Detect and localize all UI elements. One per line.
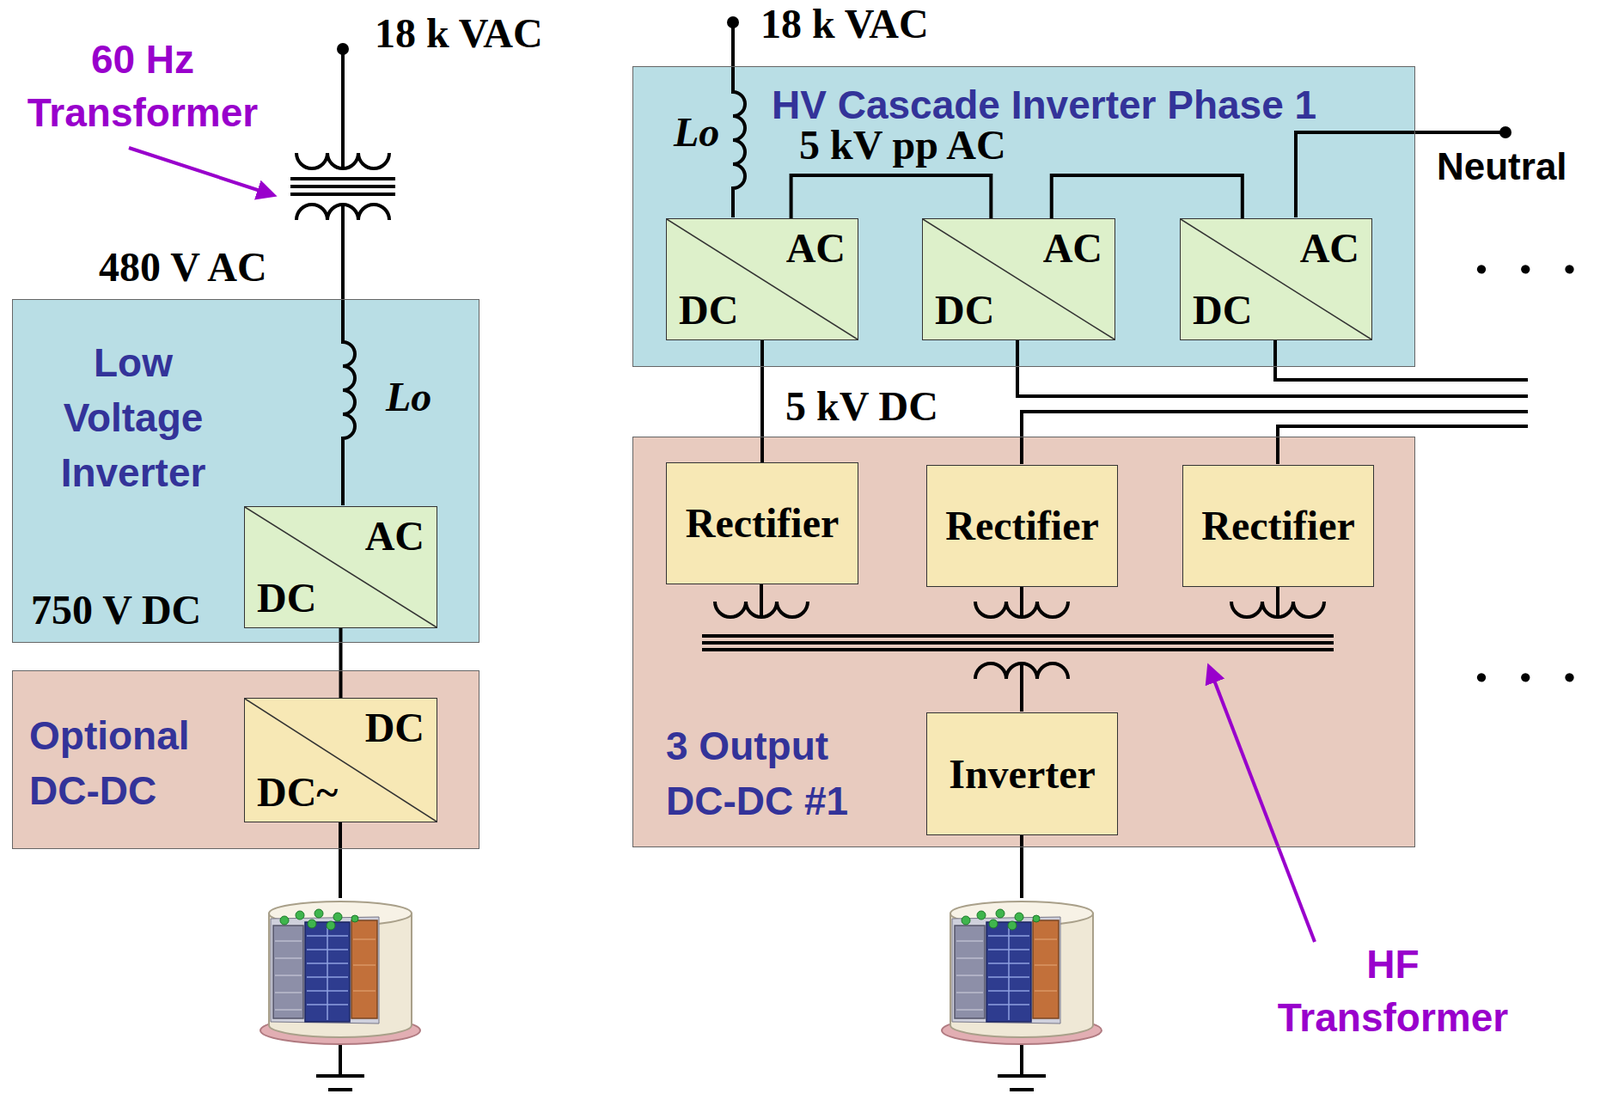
divider-line [244, 506, 437, 628]
ground-symbol [316, 1039, 365, 1090]
callout-label: HF Transformer [1264, 937, 1522, 1045]
signal-label: 750 V DC [30, 589, 202, 631]
box-label: AC [1300, 227, 1360, 269]
group-title: 3 Output DC-DC #1 [665, 718, 881, 829]
box-label: Rectifier [945, 505, 1100, 547]
signal-label: . . . [1474, 227, 1585, 283]
wire [761, 583, 1278, 617]
signal-label: Neutral [1436, 147, 1568, 186]
wire [1021, 411, 1528, 465]
panel-fill [12, 670, 480, 849]
process-box: Rectifier [926, 464, 1118, 587]
divider-line [244, 698, 437, 822]
signal-label: 5 kV pp AC [799, 124, 1007, 166]
label-slot: Neutral [1436, 147, 1568, 186]
box-label: DC [934, 289, 995, 331]
converter-box: DC DC~ [244, 697, 438, 823]
box-label: Rectifier [1201, 505, 1356, 547]
wire [1017, 339, 1528, 397]
converter-box: AC DC [1179, 218, 1373, 341]
transformer-winding [296, 152, 390, 169]
group-panel: 3 Output DC-DC #1 Rectifier Rectifier Recti… [632, 436, 1416, 848]
transformer-winding [714, 601, 808, 617]
box-label: AC [786, 227, 846, 269]
group-panel: Optional DC-DC DC DC~ [12, 670, 480, 849]
divider-line [666, 219, 858, 340]
label-slot: HF Transformer [1264, 937, 1522, 1045]
box-label: AC [365, 515, 425, 557]
wire-connector [339, 628, 343, 698]
terminal-dot [1499, 126, 1512, 139]
transformer-winding [975, 601, 1069, 617]
transformer-core [702, 635, 1334, 650]
battery-illustration [941, 901, 1102, 1045]
panel-fill [632, 66, 1416, 367]
divider-line [922, 219, 1115, 340]
converter-box: AC DC [665, 218, 859, 341]
callout-arrow [128, 147, 274, 196]
signal-label: 18 k VAC [374, 12, 544, 55]
wire-connector [760, 340, 764, 463]
transformer-core [290, 178, 396, 195]
signal-label: Lo [673, 111, 720, 153]
process-box: Rectifier [665, 462, 859, 585]
label-slot: 18 k VAC [374, 12, 544, 55]
panel-fill [12, 299, 480, 643]
box-label: DC [365, 707, 425, 749]
box-label: DC [256, 577, 317, 619]
label-slot: Lo [385, 376, 432, 418]
box-label: DC [678, 289, 739, 331]
signal-label: . . . [1474, 635, 1585, 691]
wire [1277, 426, 1528, 465]
label-slot: Lo [673, 111, 720, 153]
process-box: Rectifier [1182, 464, 1375, 587]
box-label: Rectifier [685, 502, 840, 544]
label-slot: 5 kV pp AC [799, 124, 1007, 166]
group-panel: HV Cascade Inverter Phase 1ACDCACDCACDC [632, 66, 1416, 367]
wire [1275, 339, 1528, 380]
ground-symbol [997, 1039, 1046, 1090]
wire [1019, 663, 1024, 712]
wire-connector [1051, 175, 1243, 219]
wire [341, 48, 345, 169]
inductor-symbol [732, 22, 746, 218]
callout-label: 60 Hz Transformer [13, 32, 272, 140]
inductor-symbol [342, 204, 355, 506]
signal-label: 18 k VAC [760, 3, 929, 45]
transformer-winding [1231, 601, 1325, 617]
converter-box: AC DC [244, 506, 438, 629]
label-slot: . . . [1474, 635, 1585, 691]
divider-line [1180, 219, 1372, 340]
wire [1019, 834, 1024, 898]
callout-arrow [1209, 666, 1315, 942]
box-label: Inverter [948, 753, 1096, 795]
battery-illustration [260, 901, 421, 1045]
panel-fill [632, 436, 1416, 848]
label-slot: 5 kV DC [785, 385, 939, 428]
label-slot: 18 k VAC [760, 3, 929, 45]
group-title: Low Voltage Inverter [35, 335, 232, 501]
label-slot: 480 V AC [98, 246, 268, 288]
wire-connector [791, 175, 992, 219]
converter-box: AC DC [922, 218, 1116, 341]
signal-label: 5 kV DC [785, 385, 939, 428]
panel-fills [12, 66, 1416, 849]
label-slot: . . . [1474, 227, 1585, 283]
signal-label: Lo [385, 376, 432, 418]
wire [338, 821, 342, 898]
box-label: DC~ [256, 771, 338, 813]
signal-label: 480 V AC [98, 246, 268, 288]
process-box: Inverter [926, 712, 1118, 836]
label-slot: 60 Hz Transformer [13, 32, 272, 140]
box-label: AC [1043, 227, 1103, 269]
group-title: Optional DC-DC [29, 708, 227, 819]
label-slot: 750 V DC [30, 589, 202, 631]
box-label: DC [1192, 289, 1252, 331]
